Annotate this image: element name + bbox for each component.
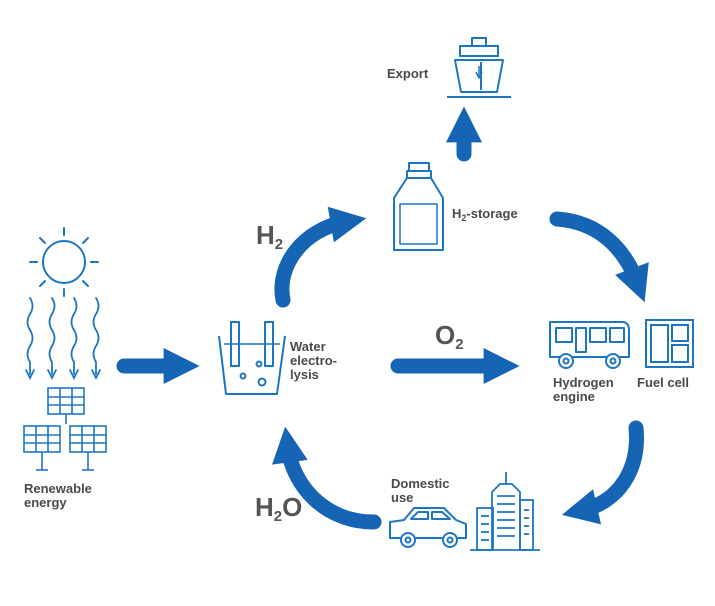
- h2-storage-label: H2-storage: [452, 207, 518, 225]
- arrow-electrolysis-to-storage: [274, 206, 367, 308]
- beaker-icon: [218, 321, 286, 395]
- h2o-base: H: [255, 492, 274, 522]
- arrow-cells-to-domestic: [561, 420, 644, 525]
- heat-waves-icon: [25, 297, 101, 381]
- h2-subscript: 2: [274, 236, 284, 253]
- h2-molecule-label: H2: [256, 222, 283, 258]
- sun-icon: [29, 227, 99, 297]
- solar-panel-icon: [23, 387, 107, 471]
- h2-storage-prefix: H: [452, 206, 462, 221]
- o2-molecule-label: O2: [435, 322, 464, 358]
- h2-storage-suffix: -storage: [466, 206, 518, 221]
- renewable-energy-label: Renewable energy: [24, 481, 92, 510]
- fuel-cell-icon: [645, 319, 694, 368]
- o2-base: O: [435, 320, 456, 350]
- export-label: Export: [387, 66, 429, 81]
- arrow-storage-to-engine: [549, 211, 649, 303]
- h2-storage-subscript: 2: [461, 213, 467, 223]
- bottle-icon: [393, 162, 444, 251]
- h2o-subscript: 2: [273, 508, 283, 525]
- ship-icon: [447, 37, 511, 98]
- hydrogen-engine-label: Hydrogen engine: [553, 375, 614, 404]
- h2o-molecule-label: H2O: [255, 494, 302, 530]
- arrow-domestic-to-electrolysis: [272, 426, 382, 530]
- domestic-use-label: Domestic use: [391, 476, 450, 505]
- flow-arrows: [116, 106, 649, 530]
- building-icon: [470, 472, 540, 551]
- fuel-cell-label: Fuel cell: [637, 375, 690, 390]
- car-icon: [389, 507, 467, 548]
- o2-subscript: 2: [455, 336, 464, 353]
- h2o-tail: O: [282, 492, 303, 522]
- h2-base: H: [256, 220, 275, 250]
- bus-icon: [549, 321, 630, 369]
- water-electrolysis-label: Water electro- lysis: [290, 339, 337, 382]
